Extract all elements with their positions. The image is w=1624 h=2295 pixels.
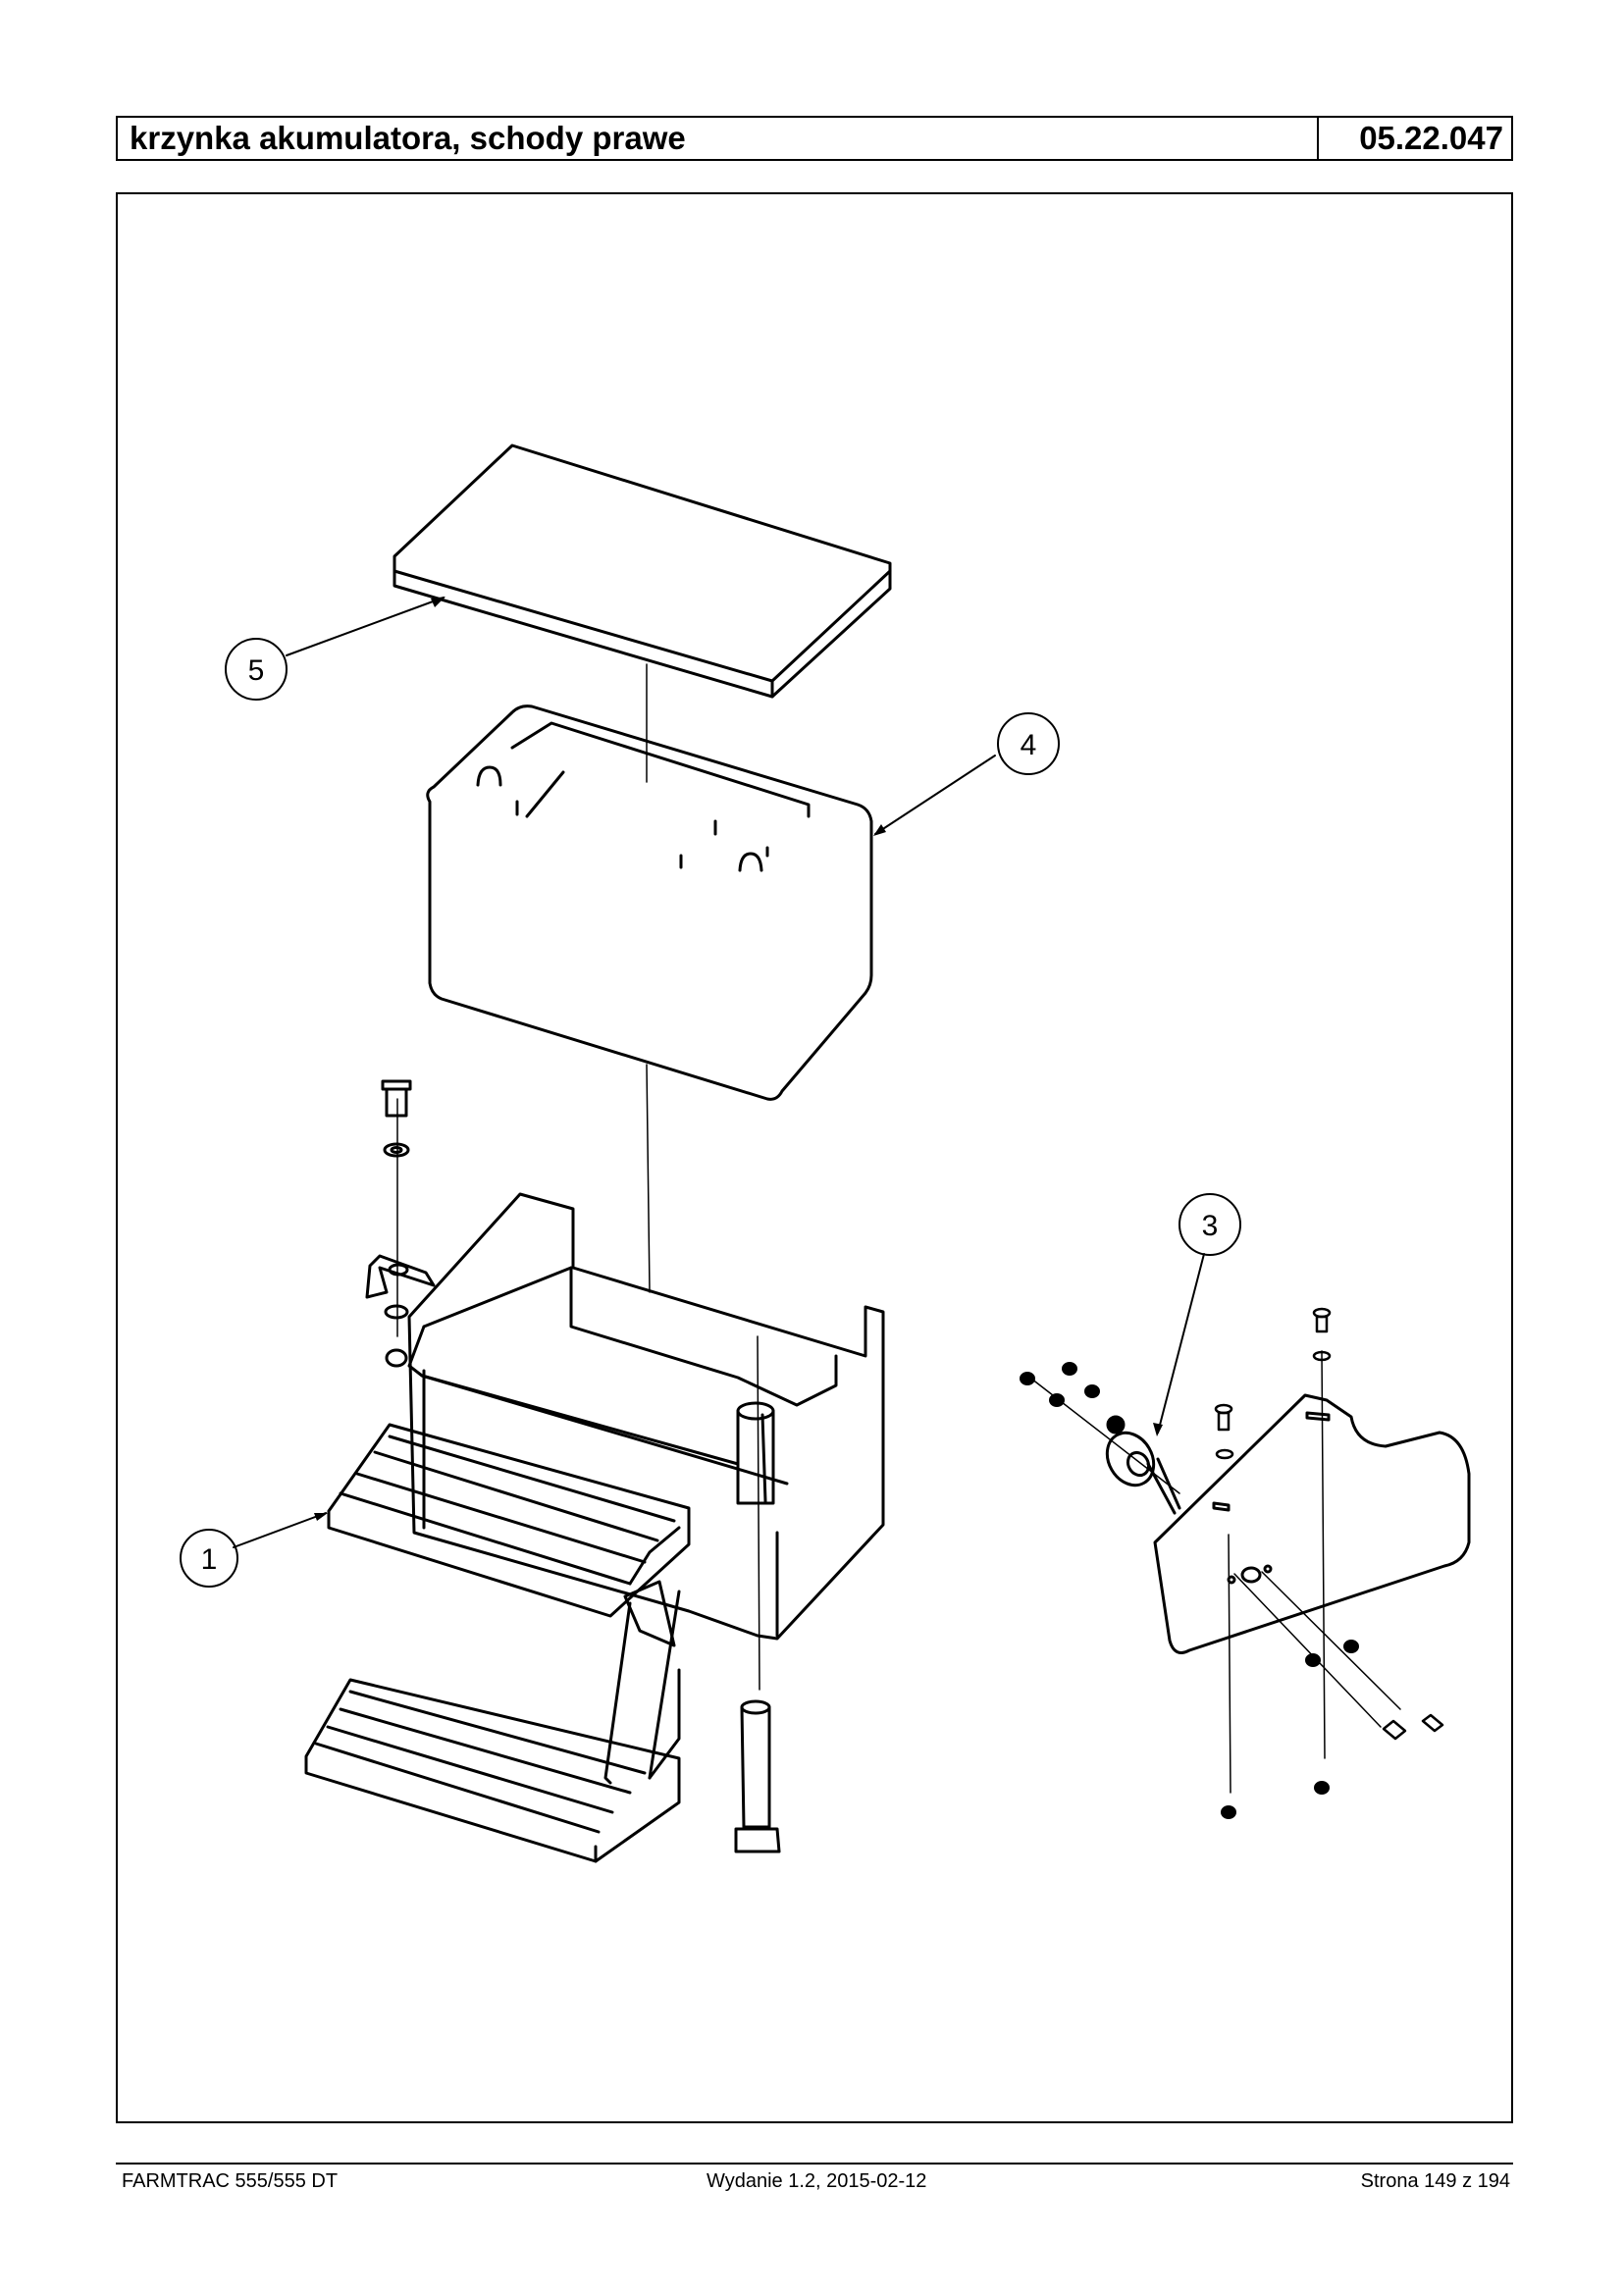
callout-circle-3	[1179, 1193, 1241, 1256]
callout-circles	[180, 638, 1241, 1588]
callout-leaders	[233, 597, 1205, 1548]
callout-label-1: 1	[201, 1543, 218, 1576]
callout-circle-4	[997, 712, 1060, 775]
step-hanger	[603, 1590, 681, 1785]
callout-circle-1	[180, 1529, 238, 1588]
callout-label-4: 4	[1021, 729, 1037, 761]
diagram-frame: 1 3 4 5	[116, 192, 1513, 2123]
footer-divider	[116, 2163, 1513, 2165]
footer-edition: Wydanie 1.2, 2015-02-12	[707, 2170, 927, 2192]
hinge-bushing	[736, 1401, 775, 1505]
lower-step	[304, 1678, 681, 1863]
document-header: krzynka akumulatora, schody prawe 05.22.…	[116, 116, 1513, 161]
exploded-parts-diagram: 1 3 4 5	[180, 443, 1471, 1863]
hinge-bolt	[734, 1699, 781, 1853]
battery-cover	[393, 443, 892, 699]
battery-box	[407, 1192, 885, 1641]
callout-label-5: 5	[248, 654, 265, 687]
arrowheads	[314, 597, 1163, 1521]
callout-labels: 1 3 4 5	[201, 654, 1219, 1576]
battery	[426, 704, 873, 1101]
callout-circle-5	[225, 638, 288, 701]
callout-label-3: 3	[1202, 1210, 1219, 1242]
assembly-axis-lines	[396, 663, 1401, 1794]
upper-step	[327, 1423, 691, 1647]
footer-page-number: Strona 149 z 194	[1360, 2170, 1510, 2192]
section-code: 05.22.047	[1359, 120, 1503, 156]
bracket-hardware	[365, 1079, 436, 1368]
switch-assembly	[1105, 1415, 1181, 1515]
fasteners	[1020, 1362, 1359, 1819]
page-title: krzynka akumulatora, schody prawe	[118, 118, 1319, 159]
footer-model: FARMTRAC 555/555 DT	[122, 2170, 339, 2192]
side-plate	[1153, 1393, 1471, 1654]
screws	[1214, 1307, 1444, 1741]
